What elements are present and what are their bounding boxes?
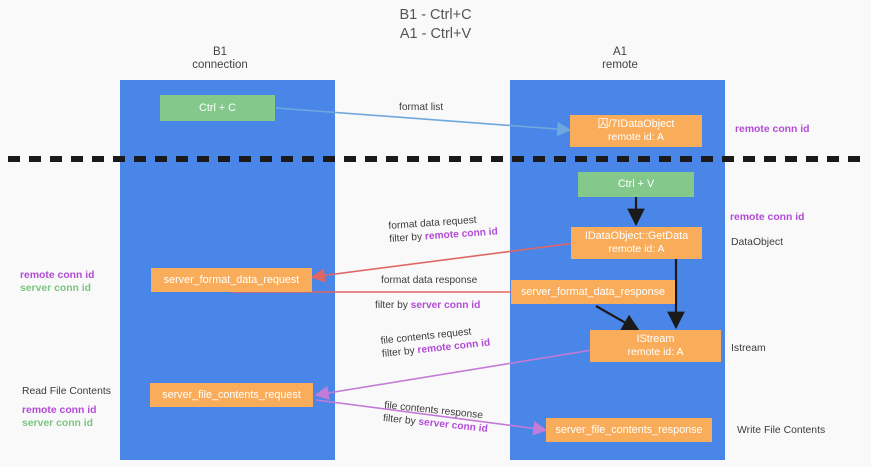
edge-label-format-data-response-main: format data response xyxy=(381,275,478,286)
note-right-write-file-contents: Write File Contents xyxy=(737,425,826,436)
filter-key-server-2: server conn id xyxy=(410,300,481,311)
title-line-2: A1 - Ctrl+V xyxy=(399,26,472,42)
note-left-read-file-contents: Read File Contents xyxy=(22,386,111,397)
filter-key-remote-1: remote conn id xyxy=(424,226,499,243)
edge-label-format-list: format list xyxy=(399,102,444,113)
node-ctrl-c[interactable]: Ctrl + C xyxy=(160,95,275,121)
node-idataobject-label: 囚/7IDataObject xyxy=(597,118,675,130)
note-left-mid-remote-conn-id: remote conn id xyxy=(20,270,95,281)
node-istream-label: IStream xyxy=(636,333,675,345)
node-server-file-contents-response[interactable]: server_file_contents_response xyxy=(546,418,712,442)
note-left-bottom-remote-conn-id: remote conn id xyxy=(22,405,97,416)
diagram-title: B1 - Ctrl+C A1 - Ctrl+V xyxy=(0,6,871,44)
note-left-mid-server-conn-id: server conn id xyxy=(20,283,92,294)
lane-header-b1: B1 connection xyxy=(150,46,290,72)
node-server-file-contents-request[interactable]: server_file_contents_request xyxy=(150,383,313,407)
node-istream-sub: remote id: A xyxy=(627,346,684,358)
note-right-istream: Istream xyxy=(731,343,766,354)
filter-prefix-3: filter by xyxy=(381,345,419,360)
node-server-format-data-request[interactable]: server_format_data_request xyxy=(151,268,312,292)
edge-label-format-data-request: format data request filter by remote con… xyxy=(388,212,498,246)
node-getdata-sub: remote id: A xyxy=(608,243,665,255)
node-fmt-req-label: server_format_data_request xyxy=(163,273,300,286)
edge-label-file-contents-response: file contents response filter by server … xyxy=(382,399,489,436)
node-idataobject-sub: remote id: A xyxy=(607,131,665,143)
node-istream[interactable]: IStream remote id: A xyxy=(590,330,721,362)
lane-header-a1: A1 remote xyxy=(550,46,690,72)
node-server-format-data-response[interactable]: server_format_data_response xyxy=(511,280,675,304)
node-ctrl-v-label: Ctrl + V xyxy=(617,178,655,190)
lane-b1-subtitle: connection xyxy=(192,59,248,71)
node-idataobject[interactable]: 囚/7IDataObject remote id: A xyxy=(570,115,702,147)
lane-b1-title: B1 xyxy=(212,46,228,58)
edge-label-format-data-response-filter: filter by server conn id xyxy=(375,299,480,312)
edge-label-format-data-response: format data response xyxy=(381,274,477,287)
filter-prefix-2: filter by xyxy=(375,300,411,311)
node-file-res-label: server_file_contents_response xyxy=(555,423,703,436)
note-right-mid-remote-conn-id: remote conn id xyxy=(730,212,805,223)
filter-prefix-4: filter by xyxy=(382,412,420,428)
edge-label-file-contents-request: file contents request filter by remote c… xyxy=(380,324,491,361)
node-ctrl-v[interactable]: Ctrl + V xyxy=(578,172,694,197)
node-getdata[interactable]: IDataObject::GetData remote id: A xyxy=(571,227,702,259)
lane-a1-subtitle: remote xyxy=(602,59,638,71)
node-file-req-label: server_file_contents_request xyxy=(162,388,301,401)
note-left-bottom-server-conn-id: server conn id xyxy=(22,418,94,429)
node-getdata-label: IDataObject::GetData xyxy=(584,230,689,242)
note-right-top-remote-conn-id: remote conn id xyxy=(735,124,810,135)
note-right-dataobject: DataObject xyxy=(731,237,783,248)
node-ctrl-c-label: Ctrl + C xyxy=(199,101,236,114)
title-line-1: B1 - Ctrl+C xyxy=(399,7,472,23)
filter-prefix-1: filter by xyxy=(388,231,426,245)
node-fmt-res-label: server_format_data_response xyxy=(520,285,666,298)
lane-a1-title: A1 xyxy=(612,46,628,58)
